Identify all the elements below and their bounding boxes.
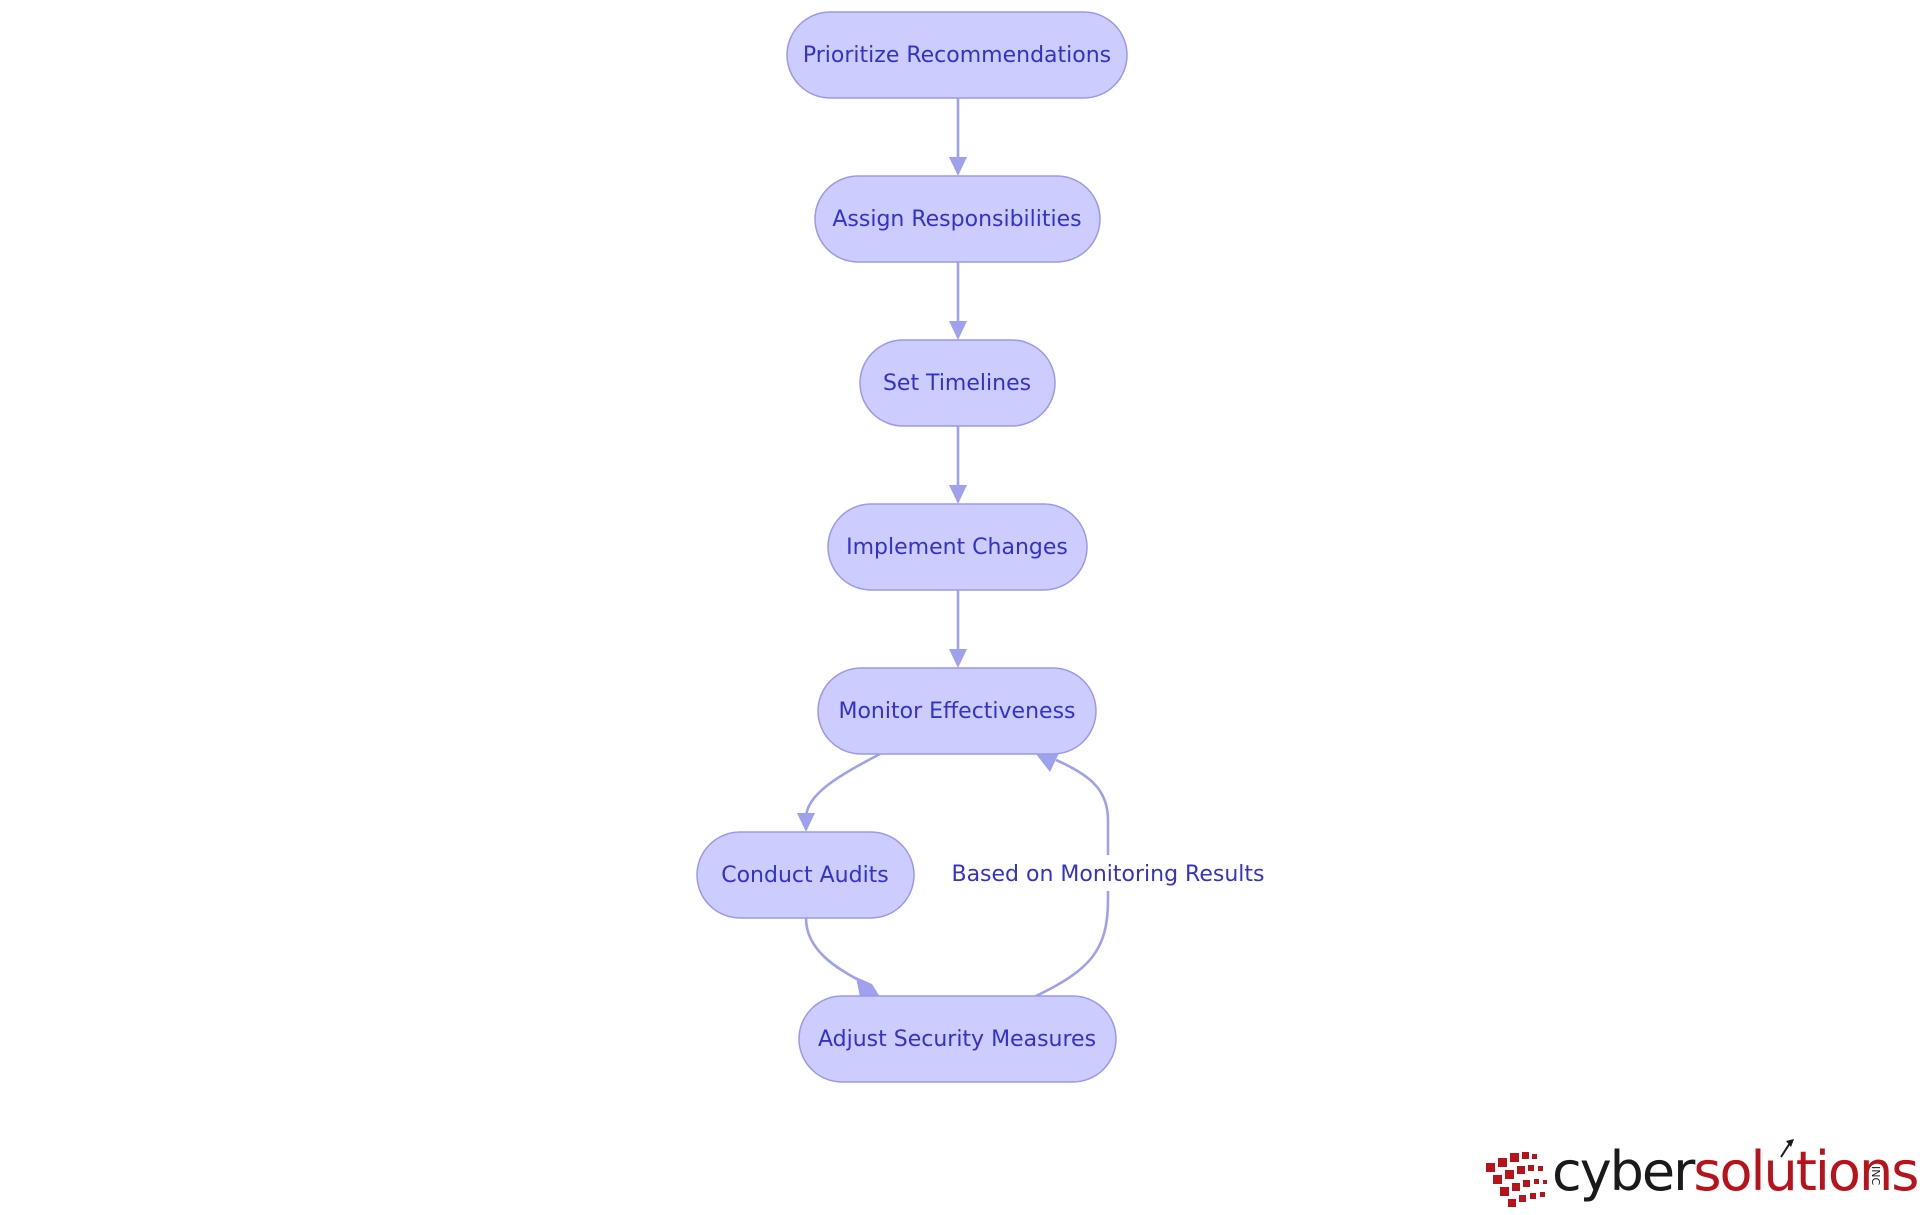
- edge-monitor-to-audits: [797, 752, 881, 832]
- node-label-conduct-audits: Conduct Audits: [721, 863, 889, 888]
- edge-audits-to-adjust: [804, 917, 880, 997]
- node-label-implement-changes: Implement Changes: [846, 535, 1068, 560]
- edge-label-background: [962, 855, 1252, 891]
- node-assign-responsibilities[interactable]: Assign Responsibilities: [814, 175, 1101, 263]
- edge-timelines-to-implement: [949, 426, 967, 504]
- node-label-assign-responsibilities: Assign Responsibilities: [832, 207, 1081, 232]
- edge-prioritize-to-assign: [949, 98, 967, 176]
- node-implement-changes[interactable]: Implement Changes: [827, 503, 1088, 591]
- edge-adjust-to-monitor: [1035, 753, 1110, 998]
- node-label-set-timelines: Set Timelines: [883, 371, 1031, 396]
- edges-layer: [797, 98, 1110, 998]
- node-label-prioritize-recommendations: Prioritize Recommendations: [803, 43, 1111, 68]
- cybersolutions-logo: cybersolutions INC: [1486, 1139, 1919, 1207]
- node-conduct-audits[interactable]: Conduct Audits: [696, 831, 915, 919]
- logo-inc-suffix: INC: [1869, 1166, 1882, 1185]
- node-adjust-security-measures[interactable]: Adjust Security Measures: [798, 995, 1117, 1083]
- logo-word-solutions: solutions: [1693, 1140, 1917, 1203]
- logo-pixel-mark-icon: [1486, 1152, 1547, 1207]
- nodes-layer: Prioritize Recommendations Assign Respon…: [696, 11, 1128, 1083]
- edge-implement-to-monitor: [949, 590, 967, 668]
- edge-label-based-on-monitoring-results: Based on Monitoring Results: [951, 862, 1264, 887]
- logo-arrow-icon: [1780, 1139, 1794, 1158]
- node-label-adjust-security-measures: Adjust Security Measures: [818, 1027, 1096, 1052]
- logo-wordmark: cybersolutions: [1552, 1140, 1917, 1203]
- node-label-monitor-effectiveness: Monitor Effectiveness: [838, 699, 1075, 724]
- node-monitor-effectiveness[interactable]: Monitor Effectiveness: [817, 667, 1097, 755]
- node-set-timelines[interactable]: Set Timelines: [859, 339, 1056, 427]
- node-prioritize-recommendations[interactable]: Prioritize Recommendations: [786, 11, 1128, 99]
- edge-assign-to-timelines: [949, 262, 967, 340]
- logo-word-cyber: cyber: [1552, 1140, 1696, 1203]
